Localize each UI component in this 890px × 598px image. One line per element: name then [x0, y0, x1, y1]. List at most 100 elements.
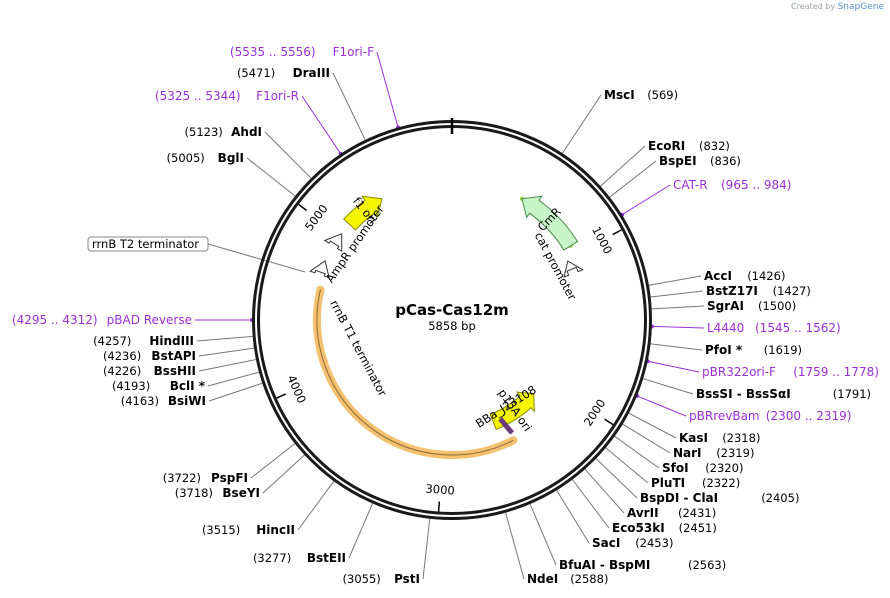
leader-line: [643, 378, 694, 395]
restriction-site[interactable]: NarI (2319): [673, 446, 754, 460]
svg-text:BspDI - ClaI: BspDI - ClaI: [640, 491, 718, 505]
feature-arrow[interactable]: [343, 195, 383, 231]
site-position: (5471): [237, 66, 275, 80]
restriction-site[interactable]: BstZ17I(1427): [706, 284, 811, 298]
svg-text:BstZ17I: BstZ17I: [706, 284, 758, 298]
site-name: BspDI - ClaI: [640, 491, 718, 505]
site-name: CAT-R: [673, 178, 708, 192]
restriction-site[interactable]: SgrAI(1500): [707, 299, 796, 313]
restriction-site[interactable]: HindIII(4257): [93, 334, 194, 348]
restriction-site[interactable]: PfoI *(1619): [705, 343, 802, 357]
restriction-site[interactable]: SacI(2453): [592, 536, 673, 550]
scale-tick: [437, 501, 441, 512]
primer-label[interactable]: pBRrevBam(2300 .. 2319): [689, 409, 852, 423]
site-position: (832): [699, 139, 730, 153]
leader-lines: [195, 51, 705, 580]
restriction-site[interactable]: NdeI(2588): [527, 572, 608, 586]
restriction-site[interactable]: BfuAI - BspMI(2563): [559, 558, 726, 572]
restriction-site[interactable]: BssHII (4226): [103, 364, 196, 378]
restriction-site[interactable]: BseYI(3718): [175, 486, 260, 500]
leader-line: [207, 371, 260, 387]
site-name: L4440: [707, 321, 744, 335]
restriction-site[interactable]: BspEI(836): [659, 154, 741, 168]
primer-label[interactable]: CAT-R(965 .. 984): [673, 178, 791, 192]
restriction-site[interactable]: AvrII(2431): [627, 506, 716, 520]
site-position: (4163): [121, 394, 159, 408]
svg-text:KasI: KasI: [679, 431, 708, 445]
svg-text:BsiWI: BsiWI: [168, 394, 206, 408]
bba-j23108-mark[interactable]: [498, 417, 515, 435]
site-position: (3718): [175, 486, 213, 500]
restriction-site[interactable]: BstEII(3277): [253, 551, 346, 565]
restriction-site[interactable]: AccI(1426): [704, 269, 785, 283]
site-name: pBR322ori-F: [702, 365, 776, 379]
leader-line: [636, 395, 687, 417]
feature-arrow[interactable]: [521, 195, 579, 251]
site-name: BstAPI: [151, 349, 196, 363]
restriction-site[interactable]: PluTI(2322): [651, 476, 740, 490]
restriction-site[interactable]: BclI *(4193): [112, 379, 206, 393]
restriction-site[interactable]: PstI(3055): [343, 572, 420, 586]
feature-arrow[interactable]: [309, 260, 330, 279]
site-position: (4226): [103, 364, 141, 378]
restriction-site[interactable]: PspFI(3722): [163, 471, 248, 485]
site-position: (3515): [202, 523, 240, 537]
primer-label[interactable]: L4440(1545 .. 1562): [707, 321, 841, 335]
leader-line: [562, 94, 602, 154]
svg-text:DraIII: DraIII: [293, 66, 330, 80]
restriction-site[interactable]: Eco53kI(2451): [612, 521, 717, 535]
site-name: DraIII: [293, 66, 330, 80]
restriction-site[interactable]: EcoRI(832): [648, 139, 730, 153]
primer-label[interactable]: F1ori-R(5325 .. 5344): [155, 89, 299, 103]
svg-text:F1ori-R: F1ori-R: [256, 89, 299, 103]
leader-line: [208, 382, 263, 402]
leader-line: [572, 479, 610, 529]
feature-arrow[interactable]: [323, 233, 343, 253]
leader-line: [647, 360, 700, 373]
site-position: (3277): [253, 551, 291, 565]
site-position: (2319): [716, 446, 754, 460]
restriction-site[interactable]: BssSI - BssSαI(1791): [696, 387, 871, 401]
svg-text:L4440: L4440: [707, 321, 744, 335]
site-name: SfoI: [662, 461, 689, 475]
site-name: BssSI - BssSαI: [696, 387, 791, 401]
restriction-site[interactable]: KasI(2318): [679, 431, 760, 445]
svg-text:NdeI: NdeI: [527, 572, 558, 586]
site-position: (5535 .. 5556): [230, 45, 316, 59]
site-position: (1759 .. 1778): [793, 365, 879, 379]
restriction-site[interactable]: AhdI(5123): [185, 125, 262, 139]
site-position: (2453): [635, 536, 673, 550]
svg-text:HindIII: HindIII: [149, 334, 194, 348]
feature-arrow[interactable]: [563, 260, 584, 278]
leader-line: [621, 184, 671, 216]
site-name: BfuAI - BspMI: [559, 558, 650, 572]
site-name: NarI: [673, 446, 702, 460]
restriction-site[interactable]: BglI (5005): [167, 151, 244, 165]
svg-text:BfuAI - BspMI: BfuAI - BspMI: [559, 558, 650, 572]
svg-text:SgrAI: SgrAI: [707, 299, 744, 313]
site-position: (5005): [167, 151, 205, 165]
svg-text:SfoI: SfoI: [662, 461, 689, 475]
primer-label[interactable]: pBAD Reverse(4295 .. 4312): [12, 313, 192, 327]
site-name: HincII: [256, 523, 295, 537]
site-position: (3055): [343, 572, 381, 586]
leader-line: [332, 72, 366, 141]
primer-label[interactable]: pBR322ori-F (1759 .. 1778): [702, 365, 879, 379]
restriction-site[interactable]: MscI(569): [604, 88, 678, 102]
rrnb-t2-box: [87, 236, 209, 252]
primer-label[interactable]: F1ori-F(5535 .. 5556): [230, 45, 374, 59]
rrnb-t2-label[interactable]: rrnB T2 terminator: [92, 237, 199, 251]
site-name: NdeI: [527, 572, 558, 586]
restriction-site[interactable]: BsiWI (4163): [121, 394, 206, 408]
restriction-site[interactable]: BstAPI(4236): [103, 349, 196, 363]
svg-text:BssHII: BssHII: [154, 364, 196, 378]
restriction-site[interactable]: SfoI(2320): [662, 461, 743, 475]
svg-text:AccI: AccI: [704, 269, 732, 283]
restriction-site[interactable]: DraIII (5471): [237, 66, 330, 80]
site-position: (2431): [678, 506, 716, 520]
site-name: BglI: [218, 151, 244, 165]
restriction-site[interactable]: BspDI - ClaI(2405): [640, 491, 799, 505]
leader-line: [529, 503, 557, 566]
restriction-site[interactable]: HincII (3515): [202, 523, 295, 537]
